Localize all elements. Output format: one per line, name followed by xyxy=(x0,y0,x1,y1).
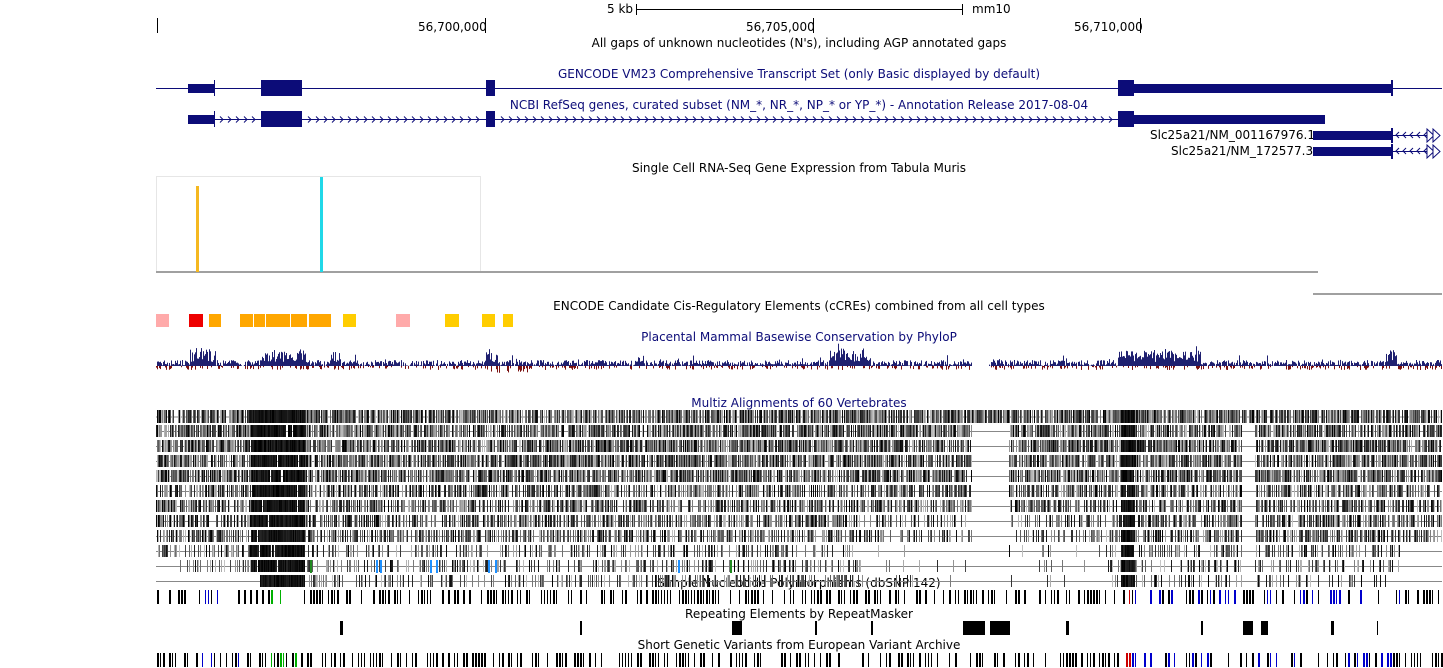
refseq-track-title[interactable]: NCBI RefSeq genes, curated subset (NM_*,… xyxy=(509,98,1089,112)
refseq-transcript-1[interactable] xyxy=(1313,128,1433,143)
phylop-wiggle[interactable] xyxy=(156,343,1442,373)
gap-track-title[interactable]: All gaps of unknown nucleotides (N's), i… xyxy=(591,36,1007,50)
encode-ccres[interactable] xyxy=(156,314,513,327)
scale-label: 5 kb xyxy=(607,2,634,16)
gencode-gene[interactable] xyxy=(156,80,1442,96)
assembly-label: mm10 xyxy=(972,2,1011,16)
multiz-alignment[interactable] xyxy=(156,410,1442,587)
transcript-label-1[interactable]: Slc25a21/NM_001167976.1 xyxy=(1150,128,1315,142)
ruler xyxy=(157,4,1141,33)
tabula-muris-track-title[interactable]: Single Cell RNA-Seq Gene Expression from… xyxy=(631,161,967,175)
ruler-position-2: 56,705,000 xyxy=(746,20,815,34)
tabula-muris-plot[interactable] xyxy=(156,176,1442,296)
eva-track-title[interactable]: Short Genetic Variants from European Var… xyxy=(637,638,961,652)
gencode-track-title[interactable]: GENCODE VM23 Comprehensive Transcript Se… xyxy=(557,67,1041,81)
encode-track-title[interactable]: ENCODE Candidate Cis-Regulatory Elements… xyxy=(553,299,1045,313)
ruler-position-1: 56,700,000 xyxy=(418,20,487,34)
phylop-track-title[interactable]: Placental Mammal Basewise Conservation b… xyxy=(641,330,957,344)
strand-arrow-icon xyxy=(1426,127,1441,160)
multiz-track-title[interactable]: Multiz Alignments of 60 Vertebrates xyxy=(691,396,907,410)
ruler-position-3: 56,710,000 xyxy=(1074,20,1143,34)
eva-features[interactable] xyxy=(157,653,1443,667)
refseq-transcript-2[interactable] xyxy=(1313,144,1433,159)
snp-features[interactable] xyxy=(157,590,1439,604)
transcript-label-2[interactable]: Slc25a21/NM_172577.3 xyxy=(1171,144,1314,158)
repeatmasker-features[interactable] xyxy=(340,621,1378,635)
refseq-intron-arrows xyxy=(219,116,1428,155)
repeatmasker-track-title[interactable]: Repeating Elements by RepeatMasker xyxy=(685,607,913,621)
